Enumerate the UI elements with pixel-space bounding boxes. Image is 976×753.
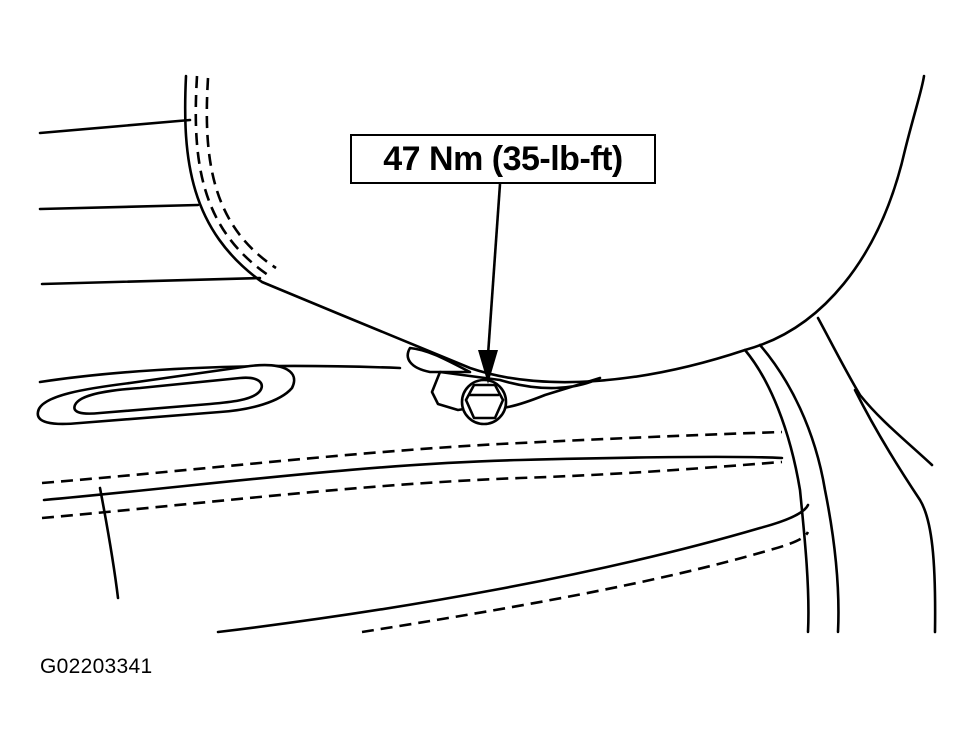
slotted-bracket [36, 363, 402, 426]
bolt-head-icon [464, 383, 505, 420]
figure-id-label: G02203341 [40, 655, 153, 678]
torque-label: 47 Nm (35-lb-ft) [383, 139, 623, 178]
torque-callout: 47 Nm (35-lb-ft) [350, 134, 656, 184]
floor-panel-lines [41, 430, 810, 634]
bolt-assembly [406, 346, 602, 426]
seat-cushion [183, 74, 926, 384]
seat-frame-rail [743, 316, 937, 634]
seat-back-trim-lines [38, 118, 262, 286]
arrow-down-icon [478, 183, 502, 384]
